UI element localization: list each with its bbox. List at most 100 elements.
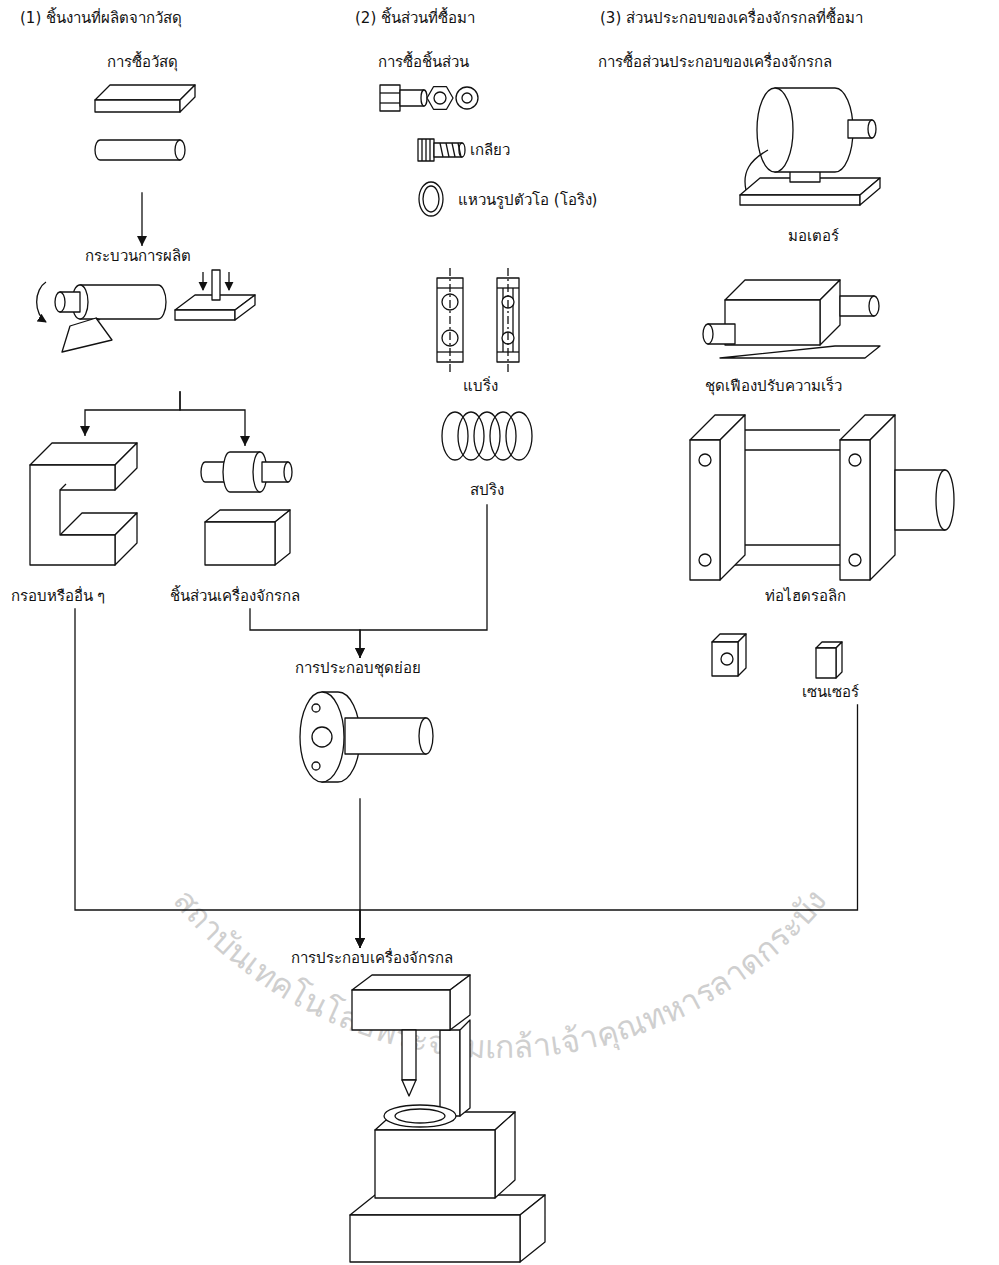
- step-text: การซื้อวัสดุ: [107, 52, 178, 72]
- sensor: [836, 642, 842, 678]
- assembled-machine: [495, 1112, 515, 1198]
- step-label: กระบวนการผลิต: [82, 246, 194, 391]
- assembled-machine: [402, 1080, 416, 1096]
- step-label: การประกอบชุดย่อย: [292, 658, 424, 798]
- sub-assembly: [312, 727, 332, 747]
- screw: [418, 139, 465, 161]
- assembled-machine: [450, 975, 470, 1030]
- sub-assembly: [312, 762, 320, 770]
- gear-reducer: [869, 296, 879, 316]
- flow-arrow: [360, 704, 858, 948]
- milling-process: [212, 270, 220, 300]
- step-text: การประกอบเครื่องจักรกล: [291, 948, 453, 968]
- assembled-machine: [350, 975, 545, 1262]
- sensor: [721, 653, 733, 665]
- assembled-machine: [460, 1020, 470, 1116]
- turning-process: [96, 318, 100, 320]
- hydraulic-cylinder: [699, 454, 711, 466]
- sub-assembly: [419, 718, 433, 754]
- material-rod: [95, 140, 185, 160]
- frame-part: [30, 443, 137, 565]
- bolt-nut-washer: [462, 93, 472, 103]
- bolt-nut-washer: [380, 85, 478, 111]
- assembled-machine: [440, 1030, 460, 1116]
- part-label: ชุดเฟืองปรับความเร็ว: [705, 376, 842, 396]
- flow-arrow: [180, 391, 245, 446]
- hydraulic-cylinder: [745, 544, 840, 545]
- motor: [740, 195, 860, 205]
- step-text: เซนเซอร์: [802, 682, 859, 702]
- hydraulic-cylinder: [690, 440, 720, 580]
- frame-part: [115, 513, 137, 565]
- assembled-machine: [395, 1109, 445, 1123]
- motor: [740, 88, 880, 205]
- spring: [490, 412, 516, 460]
- screw: [429, 139, 430, 161]
- motor: [745, 150, 768, 190]
- flow-arrow: [360, 504, 487, 658]
- o-ring: [419, 182, 443, 216]
- sensor: [712, 642, 738, 676]
- material-plate: [180, 85, 195, 112]
- hydraulic-cylinder: [936, 470, 954, 530]
- step-label: การประกอบเครื่องจักรกล: [288, 948, 456, 968]
- watermark: สถาบันเทคโนโลยีพระจอมเกล้าเจ้าคุณทหารลาด…: [166, 881, 835, 1066]
- part-label: การซื้อชิ้นส่วน: [378, 52, 469, 72]
- bolt-nut-washer: [427, 87, 453, 110]
- column-heading: (3) ส่วนประกอบของเครื่องจักรกลที่ซื้อมา: [600, 8, 863, 28]
- assembled-machine: [350, 1215, 520, 1262]
- spring: [506, 412, 532, 460]
- turning-process: [37, 282, 166, 352]
- material-rod: [95, 140, 180, 160]
- step-label: กรอบหรืออื่น ๆ: [8, 436, 109, 608]
- sub-assembly: [300, 692, 344, 782]
- bearing: [437, 268, 519, 372]
- part-label: การซื้อส่วนประกอบของเครื่องจักรกล: [598, 52, 832, 72]
- assembled-machine: [375, 1130, 495, 1198]
- machined-block: [205, 510, 290, 565]
- step-text: กรอบหรืออื่น ๆ: [11, 586, 106, 606]
- part-label: เกลียว: [470, 140, 510, 160]
- hydraulic-cylinder: [840, 440, 870, 580]
- frame-part: [30, 465, 115, 565]
- machined-shaft: [284, 462, 292, 482]
- screw: [421, 139, 422, 161]
- step-label: ชิ้นส่วนเครื่องจักรกล: [167, 446, 303, 608]
- material-plate: [95, 85, 195, 112]
- milling-process: [175, 310, 235, 320]
- screw: [425, 139, 426, 161]
- step-label: การซื้อวัสดุ: [104, 52, 181, 192]
- assembled-machine: [520, 1195, 545, 1262]
- sensor: [712, 634, 842, 678]
- gear-reducer: [703, 280, 880, 358]
- part-label: ท่อไฮดรอลิก: [765, 586, 846, 606]
- o-ring: [423, 186, 439, 212]
- hydraulic-cylinder: [699, 554, 711, 566]
- bolt-nut-washer: [380, 92, 400, 93]
- assembled-machine: [402, 1030, 416, 1080]
- hydraulic-cylinder: [720, 415, 745, 580]
- hydraulic-cylinder: [849, 554, 861, 566]
- frame-part: [115, 443, 137, 490]
- gear-reducer: [720, 346, 880, 358]
- column-heading: (2) ชิ้นส่วนที่ซื้อมา: [355, 8, 475, 28]
- milling-process: [235, 295, 255, 320]
- sensor: [738, 634, 746, 676]
- milling-process: [202, 272, 203, 290]
- hydraulic-cylinder: [735, 564, 840, 565]
- turning-process: [37, 282, 46, 322]
- gear-reducer: [703, 324, 713, 344]
- hydraulic-cylinder: [745, 429, 840, 430]
- step-text: สปริง: [470, 480, 504, 500]
- motor: [868, 120, 876, 138]
- sub-assembly: [312, 704, 320, 712]
- material-plate: [95, 85, 195, 100]
- column-heading: (1) ชิ้นงานที่ผลิตจากวัสดุ: [20, 8, 182, 28]
- flow-arrow: [85, 391, 180, 436]
- machined-block: [205, 522, 275, 565]
- o-ring: [419, 182, 443, 216]
- hydraulic-cylinder: [745, 449, 840, 450]
- bolt-nut-washer: [380, 102, 400, 103]
- part-label: มอเตอร์: [788, 226, 839, 246]
